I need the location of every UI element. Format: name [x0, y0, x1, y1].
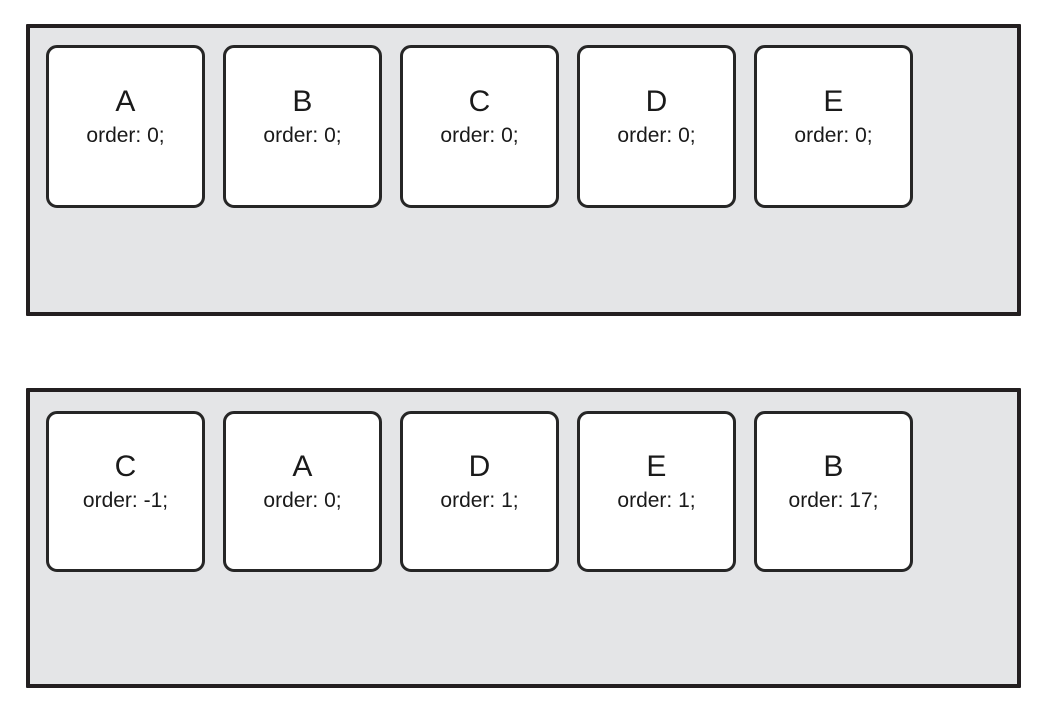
flex-item-track: A order: 0; B order: 0; C order: 0; D or…	[46, 45, 913, 208]
flex-item-b: B order: 0;	[223, 45, 382, 208]
flex-item-order-value: order: 0;	[794, 124, 873, 147]
source-order-container: A order: 0; B order: 0; C order: 0; D or…	[26, 24, 1021, 316]
flex-item-a: A order: 0;	[223, 411, 382, 572]
flex-item-order-value: order: 0;	[440, 124, 519, 147]
flex-item-letter: E	[823, 85, 844, 118]
flex-item-order-value: order: 1;	[617, 489, 696, 512]
flex-item-order-value: order: 1;	[440, 489, 519, 512]
flex-item-c: C order: 0;	[400, 45, 559, 208]
flex-item-b: B order: 17;	[754, 411, 913, 572]
flex-item-order-value: order: 0;	[617, 124, 696, 147]
flex-item-c: C order: -1;	[46, 411, 205, 572]
flex-item-track: C order: -1; A order: 0; D order: 1; E o…	[46, 411, 913, 572]
flex-item-letter: C	[468, 85, 491, 118]
flex-item-letter: A	[292, 450, 313, 483]
flex-item-d: D order: 1;	[400, 411, 559, 572]
flex-item-order-value: order: 17;	[788, 489, 879, 512]
flex-item-letter: B	[292, 85, 313, 118]
flex-item-e: E order: 0;	[754, 45, 913, 208]
flex-item-order-value: order: -1;	[82, 489, 169, 512]
flex-item-letter: A	[115, 85, 136, 118]
flex-item-order-value: order: 0;	[86, 124, 165, 147]
reordered-container: C order: -1; A order: 0; D order: 1; E o…	[26, 388, 1021, 688]
flex-item-letter: C	[114, 450, 137, 483]
flex-item-letter: D	[468, 450, 491, 483]
flex-item-e: E order: 1;	[577, 411, 736, 572]
flex-item-a: A order: 0;	[46, 45, 205, 208]
flex-item-letter: B	[823, 450, 844, 483]
flex-item-letter: E	[646, 450, 667, 483]
flex-item-letter: D	[645, 85, 668, 118]
flex-item-order-value: order: 0;	[263, 124, 342, 147]
flex-item-order-value: order: 0;	[263, 489, 342, 512]
flex-item-d: D order: 0;	[577, 45, 736, 208]
